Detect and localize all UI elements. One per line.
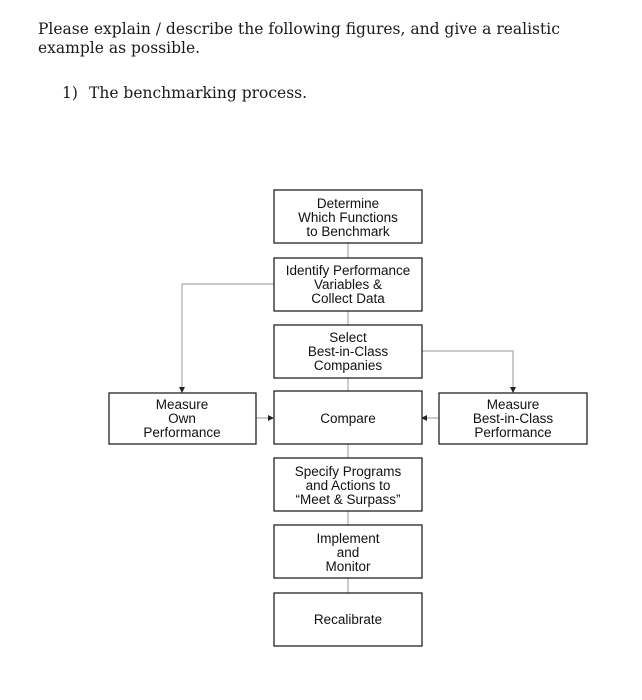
side-line: Performance bbox=[143, 425, 220, 440]
step-box bbox=[273, 257, 423, 312]
measure-own-performance: Measure Own Performance bbox=[108, 392, 257, 445]
question-1: 1) The benchmarking process. bbox=[62, 84, 307, 103]
step-compare: Compare bbox=[273, 390, 423, 445]
side-line: Measure bbox=[156, 397, 209, 412]
step-line: Compare bbox=[320, 411, 376, 426]
step-line: Recalibrate bbox=[314, 612, 382, 627]
step-line: Identify Performance bbox=[286, 263, 411, 278]
step-select: Select Best-in-Class Companies bbox=[273, 324, 423, 379]
arrowhead-left bbox=[421, 415, 427, 421]
step-line: Select bbox=[329, 330, 367, 345]
side-box bbox=[108, 392, 257, 445]
question-text: The benchmarking process. bbox=[89, 84, 308, 102]
connector-2-left bbox=[181, 283, 274, 388]
step-line: Monitor bbox=[325, 559, 371, 574]
step-line: Which Functions bbox=[298, 210, 398, 225]
step-box bbox=[273, 592, 423, 647]
instruction-text: Please explain / describe the following … bbox=[38, 20, 560, 57]
step-line: Collect Data bbox=[311, 291, 385, 306]
step-line: Specify Programs bbox=[295, 464, 402, 479]
connector-3-right bbox=[422, 350, 514, 388]
step-line: to Benchmark bbox=[306, 224, 390, 239]
arrowhead-down-right bbox=[510, 387, 516, 393]
step-box bbox=[273, 189, 423, 244]
step-line: “Meet & Surpass” bbox=[295, 492, 400, 507]
step-box bbox=[273, 524, 423, 579]
side-line: Measure bbox=[487, 397, 540, 412]
step-line: and Actions to bbox=[306, 478, 391, 493]
flowchart-connectors bbox=[181, 243, 514, 593]
step-box bbox=[273, 457, 423, 512]
step-line: and bbox=[337, 545, 360, 560]
question-number: 1) bbox=[62, 84, 78, 102]
step-identify: Identify Performance Variables & Collect… bbox=[273, 257, 423, 312]
side-line: Best-in-Class bbox=[473, 411, 554, 426]
step-line: Determine bbox=[317, 196, 379, 211]
step-line: Companies bbox=[314, 358, 383, 373]
step-line: Variables & bbox=[314, 277, 382, 292]
measure-best-in-class-performance: Measure Best-in-Class Performance bbox=[438, 392, 588, 445]
flowchart-arrowheads bbox=[179, 387, 516, 421]
step-line: Implement bbox=[316, 531, 379, 546]
side-box bbox=[438, 392, 588, 445]
arrowhead-right bbox=[268, 415, 274, 421]
step-determine: Determine Which Functions to Benchmark bbox=[273, 189, 423, 244]
step-line: Best-in-Class bbox=[308, 344, 389, 359]
side-line: Own bbox=[168, 411, 196, 426]
step-implement: Implement and Monitor bbox=[273, 524, 423, 579]
step-specify: Specify Programs and Actions to “Meet & … bbox=[273, 457, 423, 512]
step-box bbox=[273, 390, 423, 445]
arrowhead-down-left bbox=[179, 387, 185, 393]
step-recalibrate: Recalibrate bbox=[273, 592, 423, 647]
step-box bbox=[273, 324, 423, 379]
side-line: Performance bbox=[474, 425, 551, 440]
